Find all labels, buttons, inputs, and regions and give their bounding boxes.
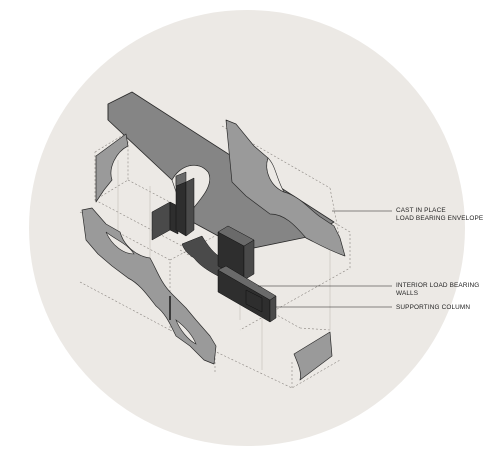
label-walls: INTERIOR LOAD BEARING WALLS <box>396 282 479 297</box>
envelope-panel-left-long <box>81 207 217 365</box>
label-column-line-1: SUPPORTING COLUMN <box>396 304 470 311</box>
label-envelope-line-1: CAST IN PLACE <box>396 207 446 214</box>
label-walls-line-1: INTERIOR LOAD BEARING <box>396 282 479 289</box>
label-column: SUPPORTING COLUMN <box>396 304 470 311</box>
label-envelope-line-2: LOAD BEARING ENVELOPE <box>396 215 483 222</box>
interior-walls <box>151 171 277 323</box>
label-envelope: CAST IN PLACE LOAD BEARING ENVELOPE <box>396 207 483 222</box>
envelope-panel-right-lower <box>293 331 333 381</box>
envelope-panel-left-upper <box>95 133 129 203</box>
envelope-panel-right-upper <box>225 119 346 257</box>
label-walls-line-2: WALLS <box>396 290 418 297</box>
